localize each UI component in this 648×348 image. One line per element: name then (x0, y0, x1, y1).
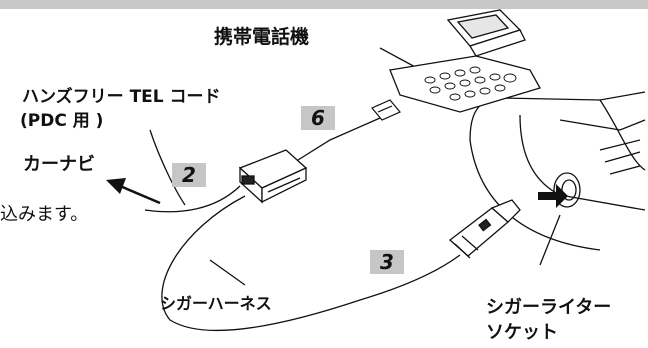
label-mobile-phone: 携帯電話機 (214, 26, 310, 48)
label-car-navigation: カーナビ (23, 154, 95, 175)
label-handsfree-cord-pdc: (PDC 用 ) (20, 111, 104, 131)
carnavi-arrow (106, 178, 161, 205)
top-band (0, 0, 648, 9)
cigar-plug (448, 199, 521, 259)
handsfree-leader (149, 129, 186, 206)
carnavi-cable (144, 185, 241, 213)
harness-leader (209, 259, 246, 286)
handsfree-cable (297, 117, 381, 161)
harness-cable (161, 195, 461, 332)
socket-arrow (538, 184, 568, 208)
label-cigar-harness: シガーハーネス (160, 294, 272, 313)
cigar-socket (553, 172, 581, 208)
body-text-fragment: 込みます。 (0, 204, 89, 225)
step-number-2: 2 (172, 163, 206, 187)
car-panel-hatching (599, 139, 641, 175)
mobile-phone-illustration (389, 9, 541, 113)
control-box (238, 149, 308, 204)
label-cigar-lighter-socket: シガーライター (486, 297, 612, 318)
car-panel-curve-4 (559, 119, 646, 131)
phone-connector (371, 99, 401, 121)
step-number-6: 6 (301, 106, 335, 130)
label-handsfree-cord: ハンズフリー TEL コード (22, 87, 221, 107)
step-number-3: 3 (370, 250, 404, 274)
label-cigar-lighter-socket-line2: ソケット (486, 322, 558, 343)
socket-leader (539, 214, 561, 266)
car-panel-curve-3 (599, 99, 646, 171)
